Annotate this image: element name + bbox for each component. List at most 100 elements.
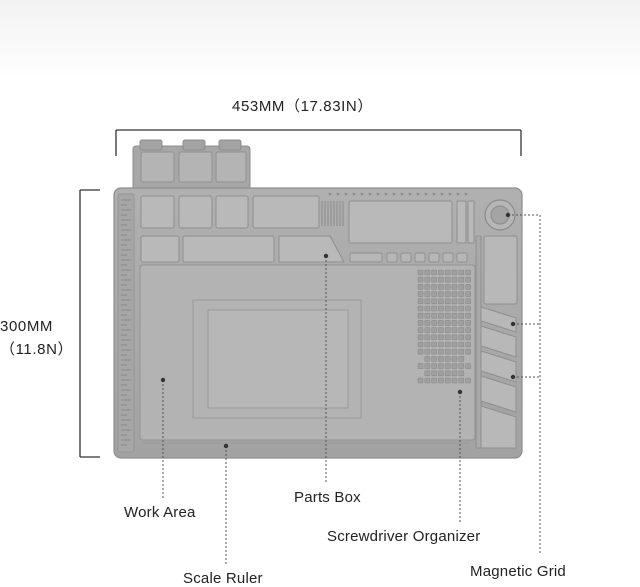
grid-bump	[438, 284, 444, 290]
grid-bump	[465, 348, 471, 355]
grid-bump	[444, 291, 451, 297]
grid-bump	[424, 341, 431, 348]
grid-bump	[458, 356, 465, 362]
grid-bump	[465, 341, 471, 348]
grid-bump	[424, 276, 431, 283]
grid-bump	[444, 356, 451, 362]
top-background	[0, 0, 640, 80]
grid-bump	[451, 334, 458, 341]
grid-bump	[417, 320, 424, 326]
grid-bump	[431, 341, 437, 348]
grid-bump	[424, 327, 431, 333]
grid-bump	[438, 276, 444, 283]
top-dot	[400, 192, 404, 196]
small-slot-row	[349, 252, 468, 263]
grid-bump	[458, 348, 465, 355]
grid-bump	[451, 269, 458, 276]
grid-bump	[451, 276, 458, 283]
grid-bump	[417, 312, 424, 319]
grid-bump	[458, 327, 465, 333]
grid-bump	[424, 298, 431, 305]
grid-bump	[438, 312, 444, 319]
grid-bump	[438, 291, 444, 297]
grid-bump	[424, 269, 431, 276]
grid-bump	[444, 284, 451, 290]
top-dot	[424, 192, 428, 196]
grid-bump	[431, 305, 437, 312]
grid-bump	[458, 363, 465, 369]
grid-bump	[417, 348, 424, 355]
grid-bump	[451, 363, 458, 369]
grid-bump	[458, 269, 465, 276]
grid-bump	[465, 298, 471, 305]
grid-bump	[417, 341, 424, 348]
grid-bump	[444, 298, 451, 305]
grid-bump	[424, 291, 431, 297]
grid-bump	[417, 276, 424, 283]
grid-bump	[417, 327, 424, 333]
grid-bump	[458, 377, 465, 384]
grid-bump	[431, 269, 437, 276]
grid-bump	[458, 312, 465, 319]
grid-bump	[417, 305, 424, 312]
slot-ridges	[321, 201, 344, 226]
grid-bump	[465, 377, 471, 384]
height-dimension-label-mm: 300MM	[0, 318, 54, 335]
small-slot	[442, 252, 454, 263]
parts-box-label: Parts Box	[294, 489, 361, 506]
magnetic-dish	[484, 199, 516, 231]
grid-bump	[465, 276, 471, 283]
grid-bump	[431, 334, 437, 341]
scale-ruler-label: Scale Ruler	[183, 570, 263, 587]
grid-bump	[438, 377, 444, 384]
grid-bump	[431, 291, 437, 297]
grid-bump	[417, 377, 424, 384]
grid-bump	[431, 363, 437, 369]
small-slot	[428, 252, 440, 263]
work-area-label: Work Area	[124, 504, 196, 521]
top-dot	[448, 192, 452, 196]
top-dot	[392, 192, 396, 196]
width-dimension-bracket	[115, 129, 522, 156]
grid-bump	[451, 341, 458, 348]
top-dot-row	[328, 192, 468, 196]
leader-lines	[162, 214, 541, 565]
grid-bump	[417, 284, 424, 290]
grid-bump	[465, 291, 471, 297]
small-slot	[414, 252, 426, 263]
grid-bump	[431, 348, 437, 355]
grid-bump	[431, 377, 437, 384]
top-dot	[416, 192, 420, 196]
grid-bump	[417, 334, 424, 341]
grid-bump	[431, 312, 437, 319]
grid-bump	[438, 334, 444, 341]
top-dot	[464, 192, 468, 196]
grid-bump	[451, 312, 458, 319]
grid-bump	[465, 312, 471, 319]
top-compartments-row-1	[140, 195, 475, 244]
grid-bump	[458, 334, 465, 341]
grid-bump	[458, 298, 465, 305]
top-dot	[432, 192, 436, 196]
grid-bump	[465, 334, 471, 341]
height-dimension-label-in: （11.8N）	[0, 341, 74, 358]
grid-bump	[424, 312, 431, 319]
left-ruler-strip	[117, 193, 135, 453]
grid-bump	[458, 284, 465, 290]
grid-bump	[438, 269, 444, 276]
grid-bump	[458, 341, 465, 348]
grid-bump	[431, 298, 437, 305]
magnetic-grid-label: Magnetic Grid	[470, 563, 566, 580]
grid-bump	[458, 276, 465, 283]
grid-bump	[438, 370, 444, 377]
top-dot	[368, 192, 372, 196]
grid-bump	[444, 370, 451, 377]
height-dimension-bracket	[79, 189, 100, 458]
top-dot	[360, 192, 364, 196]
grid-bump	[431, 276, 437, 283]
grid-bump	[431, 370, 437, 377]
grid-bump	[451, 327, 458, 333]
grid-bump	[444, 341, 451, 348]
grid-bump	[465, 305, 471, 312]
